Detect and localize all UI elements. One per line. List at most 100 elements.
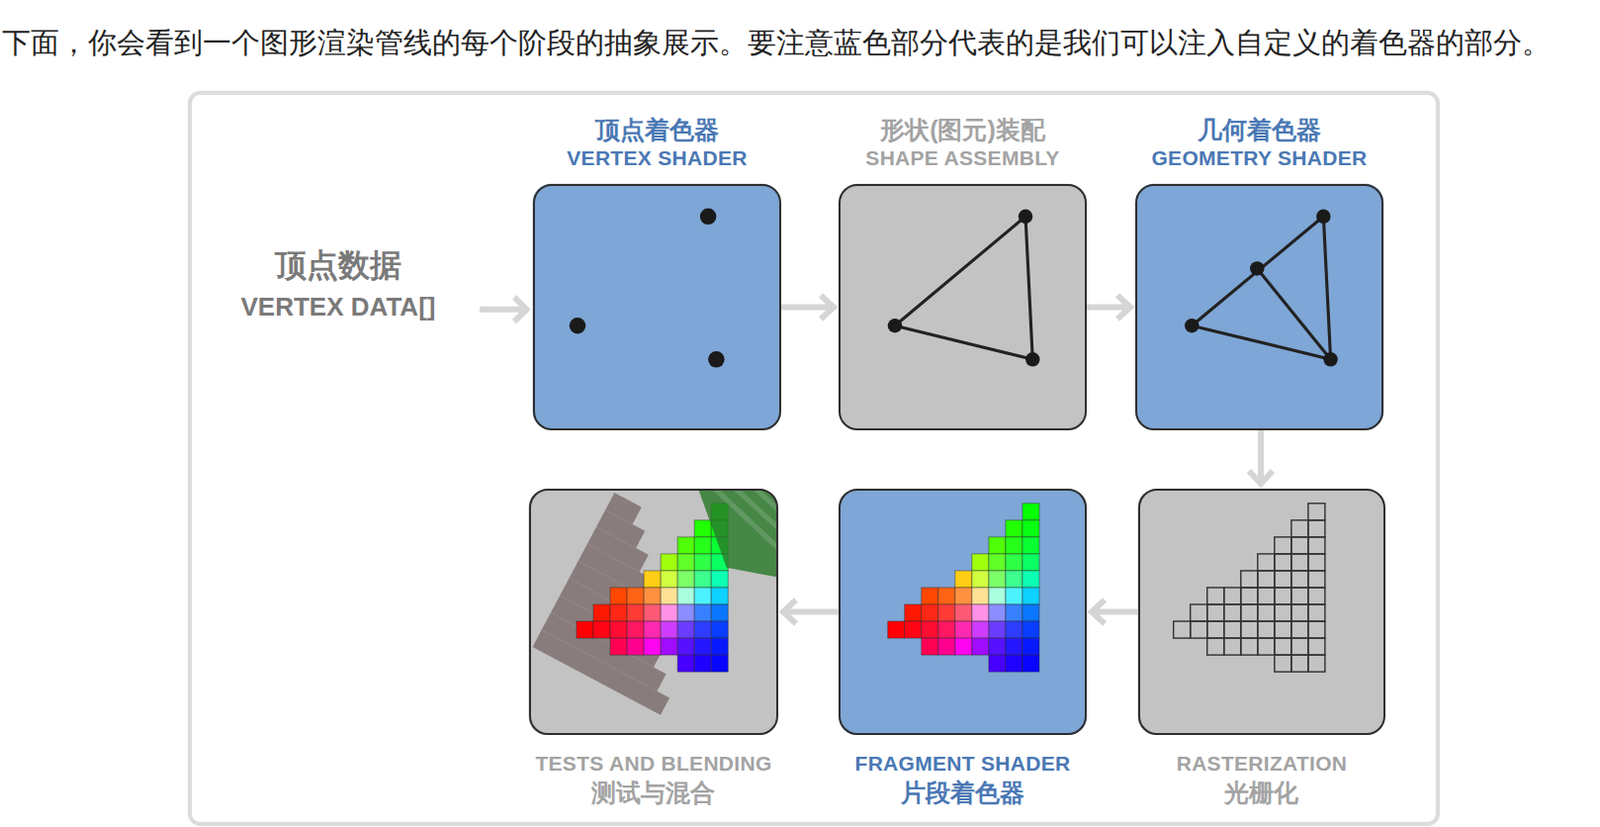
raster-cell	[1257, 621, 1275, 638]
stage-name-zh: 片段着色器	[855, 777, 1071, 807]
fragment-pixel	[921, 604, 939, 622]
raster-cell	[1207, 604, 1225, 622]
raster-cell	[1291, 536, 1309, 554]
fragment-pixel	[921, 637, 939, 655]
fragment-pixel	[904, 604, 922, 622]
fragment-pixel	[677, 570, 695, 588]
raster-cell	[1224, 587, 1242, 605]
fragment-pixel	[938, 621, 956, 638]
fragment-pixel	[972, 553, 989, 571]
fragment-pixel	[1005, 604, 1023, 622]
fragment-pixel	[955, 604, 973, 622]
label-holder: 下面，你会看到一个图形渲染管线的每个阶段的抽象展示。要注意蓝色部分代表的是我们可…	[1, 25, 1551, 61]
fragment-pixel	[955, 621, 973, 638]
fragment-pixel	[972, 587, 989, 605]
fragment-pixel	[643, 637, 661, 655]
stage-name-zh: 顶点着色器	[566, 114, 747, 145]
split-line	[1256, 267, 1331, 359]
stage-heading: 形状(图元)装配SHAPE ASSEMBLY	[865, 114, 1060, 173]
vertex-dot	[1018, 209, 1033, 224]
raster-cell	[1207, 587, 1225, 605]
raster-cell	[1173, 621, 1191, 638]
input-arrow	[479, 296, 527, 322]
fragment-pixel	[1005, 621, 1023, 638]
box-fill	[838, 183, 1087, 431]
raster-cell	[1291, 570, 1309, 588]
fragment-pixel	[1005, 654, 1023, 672]
raster-cell	[1274, 637, 1292, 655]
raster-cell	[1241, 570, 1258, 588]
fragment-grid	[888, 503, 1040, 672]
fragment-pixel	[711, 654, 728, 672]
raster-cell	[1190, 604, 1208, 622]
fragment-pixel	[988, 654, 1006, 672]
fragment-pixel	[888, 621, 905, 638]
vertex-dot	[1249, 261, 1264, 275]
raster-cell	[1224, 604, 1242, 622]
shader-stage-box: FRAGMENT SHADER片段着色器	[838, 488, 1087, 735]
raster-cell	[1274, 654, 1292, 672]
stage-name-en: GEOMETRY SHADER	[1151, 144, 1367, 173]
raster-cell	[1308, 621, 1326, 638]
box-fill	[533, 183, 782, 431]
stair-step	[533, 629, 671, 715]
fragment-pixel	[610, 621, 627, 638]
diagram-frame	[189, 92, 1438, 824]
raster-cell	[1291, 553, 1309, 571]
fragment-pixel	[660, 570, 678, 588]
fragment-pixel	[626, 637, 644, 655]
arrow-head	[1117, 295, 1131, 320]
fragment-pixel	[1022, 637, 1040, 655]
raster-cell	[1224, 621, 1242, 638]
fragment-pixel	[677, 604, 695, 622]
assembled-triangle	[888, 209, 1041, 367]
box-fill	[838, 488, 1087, 735]
fragment-pixel	[660, 553, 678, 571]
tests-grid	[576, 503, 728, 672]
fragment-pixel	[988, 621, 1006, 638]
box-fill	[1135, 183, 1384, 431]
raster-cell	[1241, 637, 1258, 655]
stage-name-en: SHAPE ASSEMBLY	[865, 144, 1060, 173]
stage-name-zh: 光栅化	[1176, 777, 1348, 807]
raster-cell	[1308, 520, 1326, 537]
fragment-pixel	[1005, 536, 1023, 554]
fragment-pixel	[988, 637, 1006, 655]
fragment-pixel	[711, 621, 728, 638]
raster-cell	[1308, 503, 1326, 521]
fragment-pixel	[677, 637, 695, 655]
fragment-pixel	[576, 621, 594, 638]
vertex-dot	[700, 208, 717, 226]
tests-illustration	[533, 488, 779, 714]
raster-cell	[1291, 604, 1309, 622]
intro-text: 下面，你会看到一个图形渲染管线的每个阶段的抽象展示。要注意蓝色部分代表的是我们可…	[1, 25, 1551, 61]
fragment-pixel	[1005, 570, 1023, 588]
fragment-pixel	[988, 536, 1006, 554]
arrow-head	[820, 295, 834, 320]
connector-shaft	[781, 304, 832, 311]
overlay-stripe	[734, 488, 778, 531]
raster-cell	[1274, 570, 1292, 588]
fragment-pixel	[1022, 553, 1040, 571]
fragment-pixel	[938, 637, 956, 655]
stage-heading: FRAGMENT SHADER片段着色器	[855, 749, 1071, 807]
geometry-triangles	[1184, 209, 1338, 367]
fragment-pixel	[643, 621, 661, 638]
raster-cell	[1257, 553, 1275, 571]
occluding-shape	[533, 492, 743, 715]
fragment-pixel	[988, 604, 1006, 622]
stage-heading: 顶点着色器VERTEX SHADER	[566, 114, 747, 173]
vertex-dot	[888, 318, 902, 333]
fragment-pixel	[694, 604, 712, 622]
label-holder: VERTEX DATA[]	[241, 291, 437, 323]
vertex-dots	[569, 208, 725, 368]
fragment-pixel	[1005, 553, 1023, 571]
connector-shaft	[1257, 430, 1264, 482]
fragment-pixel	[677, 587, 695, 605]
raster-cell	[1308, 604, 1326, 622]
connector-shaft	[1093, 609, 1139, 616]
stage-connector	[1091, 600, 1139, 624]
fragment-pixel	[1022, 621, 1040, 638]
raster-cell	[1308, 587, 1326, 605]
